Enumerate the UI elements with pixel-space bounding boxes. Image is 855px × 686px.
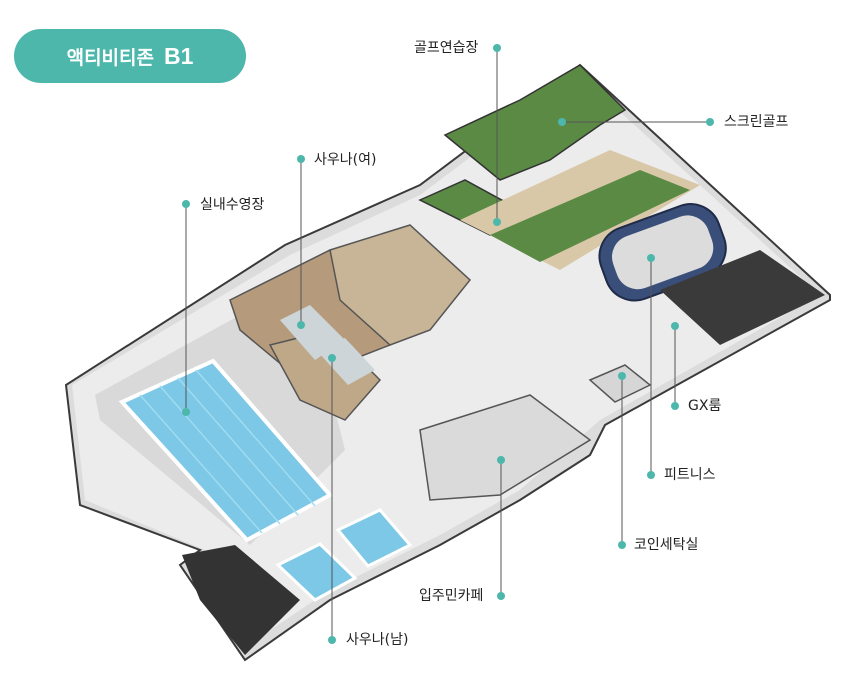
label-gx-room: GX룸	[688, 398, 722, 414]
label-sauna-male: 사우나(남)	[346, 632, 409, 648]
gx-room-floor	[660, 250, 825, 345]
stair-block	[182, 545, 300, 655]
label-sauna-female: 사우나(여)	[314, 152, 377, 168]
sauna-pool-b	[335, 508, 413, 568]
zone-title: 액티비티존	[66, 46, 154, 69]
label-screen-golf: 스크린골프	[724, 114, 789, 130]
golf-practice-turf	[490, 170, 690, 262]
label-fitness: 피트니스	[664, 467, 716, 483]
sauna-wet-room-2	[318, 338, 375, 385]
zone-badge: 액티비티존 B1	[14, 29, 246, 83]
label-golf-practice: 골프연습장	[414, 40, 479, 56]
label-resident-cafe: 입주민카페	[419, 588, 484, 604]
coin-laundry	[588, 364, 652, 403]
golf-green-upper	[443, 64, 627, 181]
fitness-track-inner	[611, 215, 714, 290]
label-indoor-pool: 실내수영장	[200, 197, 265, 213]
floor-label: B1	[164, 42, 194, 69]
sauna-rooms	[329, 224, 472, 346]
pool-lanes	[139, 369, 316, 534]
label-coin-laundry: 코인세탁실	[634, 537, 699, 553]
indoor-pool	[118, 358, 334, 543]
sauna-pool-a	[275, 542, 358, 602]
sauna-wet-room	[280, 305, 345, 360]
resident-cafe	[419, 394, 592, 501]
